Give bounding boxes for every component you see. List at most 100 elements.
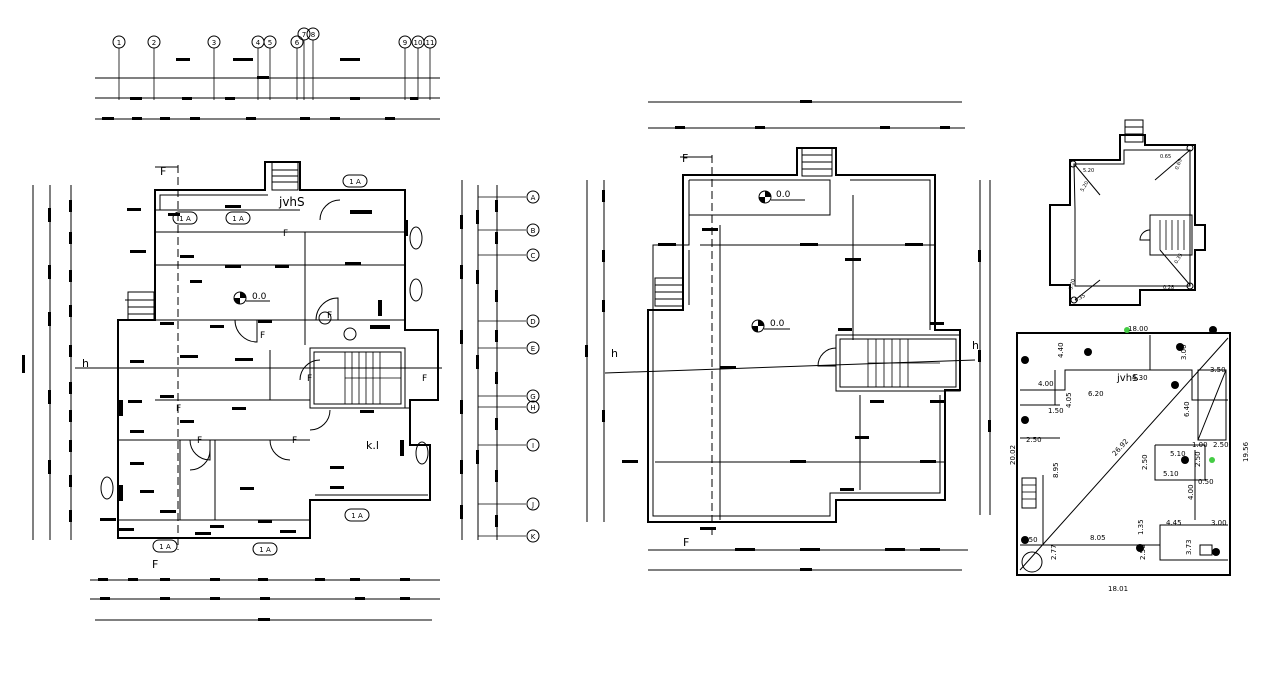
grid-label: 8 xyxy=(311,31,315,39)
grid-bubble-right-E: E xyxy=(478,341,540,355)
site-dim: 6.20 xyxy=(1088,390,1104,398)
grid-bubble-right-G: G xyxy=(478,389,540,403)
level-upper-text: 0.0 xyxy=(776,190,791,200)
section-tag-label: 1 A xyxy=(259,546,271,554)
section-marker-top: F xyxy=(160,165,166,178)
grid-bubble-right-K: K xyxy=(478,529,540,543)
grid-label: K xyxy=(531,533,536,541)
top-dimension: 18.00 xyxy=(1128,325,1148,333)
roof-dimension-texts: 5.200.650.655.200.355.200.350.28 xyxy=(1068,154,1184,304)
site-dim: 8.95 xyxy=(1052,462,1060,478)
grid-bubble-right-H: H xyxy=(478,400,540,414)
grid-bubble-right-I: I xyxy=(478,438,540,452)
section-tag: 1 A xyxy=(252,542,278,556)
site-dim: 2.50 xyxy=(1194,451,1202,467)
room-mark: jvhS xyxy=(1116,373,1138,384)
grid-label: J xyxy=(531,501,534,509)
site-dim: 2.77 xyxy=(1050,544,1058,560)
site-dim: 3.73 xyxy=(1185,539,1193,555)
section-tag-label: 1 A xyxy=(349,178,361,186)
right-dimension-lines xyxy=(460,180,498,540)
h-marker-left: h xyxy=(611,347,618,360)
grid-bubble-right-D: D xyxy=(478,314,540,328)
site-dim: 8.05 xyxy=(1090,534,1106,542)
grid-label: H xyxy=(530,404,535,412)
site-dim: 1.50 xyxy=(1048,407,1064,415)
section-tag-label: 1 A xyxy=(351,512,363,520)
grid-bubble-top-6: 6 xyxy=(290,35,304,100)
grid-label: 5 xyxy=(268,39,272,47)
door-tag: F xyxy=(422,374,427,384)
bottom-dimension: 18.01 xyxy=(1108,585,1128,593)
roof-plan: 5.200.650.655.200.355.200.350.28 xyxy=(1049,119,1206,306)
kitchen-mark: k.l xyxy=(366,439,379,452)
grid-label: 1 xyxy=(117,39,121,47)
site-dim: 0.50 xyxy=(1198,478,1214,486)
site-dim: 4.00 xyxy=(1038,380,1054,388)
grid-label: 10 xyxy=(414,39,423,47)
top-dimension-lines xyxy=(95,58,440,120)
right-dimension: 19.56 xyxy=(1242,441,1250,462)
grid-label: I xyxy=(532,442,534,450)
site-dim: 4.00 xyxy=(1187,484,1195,500)
grid-label: C xyxy=(531,252,536,260)
grid-bubble-top-9: 9 xyxy=(398,35,412,100)
grid-label: 4 xyxy=(256,39,261,47)
grid-bubble-top-5: 5 xyxy=(263,35,277,100)
roof-dim: 5.20 xyxy=(1068,278,1077,290)
section-tag-label: 1 A xyxy=(232,215,244,223)
site-dim: 3.50 xyxy=(1210,366,1226,374)
grid-bubble-top-8: 8 xyxy=(306,27,320,100)
diagonal-dimension: 26.92 xyxy=(1111,437,1130,457)
dimension-marks xyxy=(100,205,408,535)
grid-bubble-right-C: C xyxy=(478,248,540,262)
grid-label: B xyxy=(531,227,536,235)
level-symbol xyxy=(233,291,270,305)
building-walls xyxy=(75,161,442,550)
site-dim: 3.00 xyxy=(1211,519,1227,527)
roof-dim: 5.20 xyxy=(1080,180,1091,193)
grid-label: 6 xyxy=(295,39,300,47)
site-dim: 4.45 xyxy=(1166,519,1182,527)
grid-bubble-top-7: 7 xyxy=(297,27,311,100)
section-marker-bottom: F xyxy=(683,536,689,549)
level-marker-text: 0.0 xyxy=(252,292,267,302)
site-dim: 5.10 xyxy=(1163,470,1179,478)
upper-floor-walls xyxy=(604,147,976,535)
door-tag: F xyxy=(292,436,297,446)
grid-label: 2 xyxy=(152,39,156,47)
grid-bubble-top-11: 11 xyxy=(423,35,437,100)
grid-bubble-top-10: 10 xyxy=(411,35,425,100)
door-tag: F xyxy=(307,374,312,384)
grid-bubble-top-3: 3 xyxy=(207,35,221,100)
section-tag: 1 A xyxy=(152,539,178,553)
door-tag: F xyxy=(327,311,332,321)
section-marker-top: F xyxy=(682,152,688,165)
level-symbol-main xyxy=(751,319,790,333)
grid-label: D xyxy=(530,318,535,326)
grid-bubble-right-J: J xyxy=(478,497,540,511)
grid-bubble-top-1: 1 xyxy=(112,35,126,100)
site-dim: 4.40 xyxy=(1057,342,1065,358)
site-dim: 1.35 xyxy=(1137,519,1145,535)
roof-dim: 0.65 xyxy=(1160,154,1171,160)
grid-label: 11 xyxy=(426,39,435,47)
grid-label: 7 xyxy=(302,31,306,39)
roof-dim: 0.35 xyxy=(1074,293,1087,304)
door-tag: F xyxy=(260,331,265,341)
section-tag-label: 1 A xyxy=(159,543,171,551)
site-dim: 4.05 xyxy=(1065,392,1073,408)
grid-label: E xyxy=(531,345,535,353)
roof-dim: 5.20 xyxy=(1083,168,1094,174)
section-tag: 1 A xyxy=(225,211,251,225)
site-dim: 4.30 xyxy=(1132,374,1148,382)
door-tag: F xyxy=(176,404,181,414)
h-marker: h xyxy=(82,357,89,370)
